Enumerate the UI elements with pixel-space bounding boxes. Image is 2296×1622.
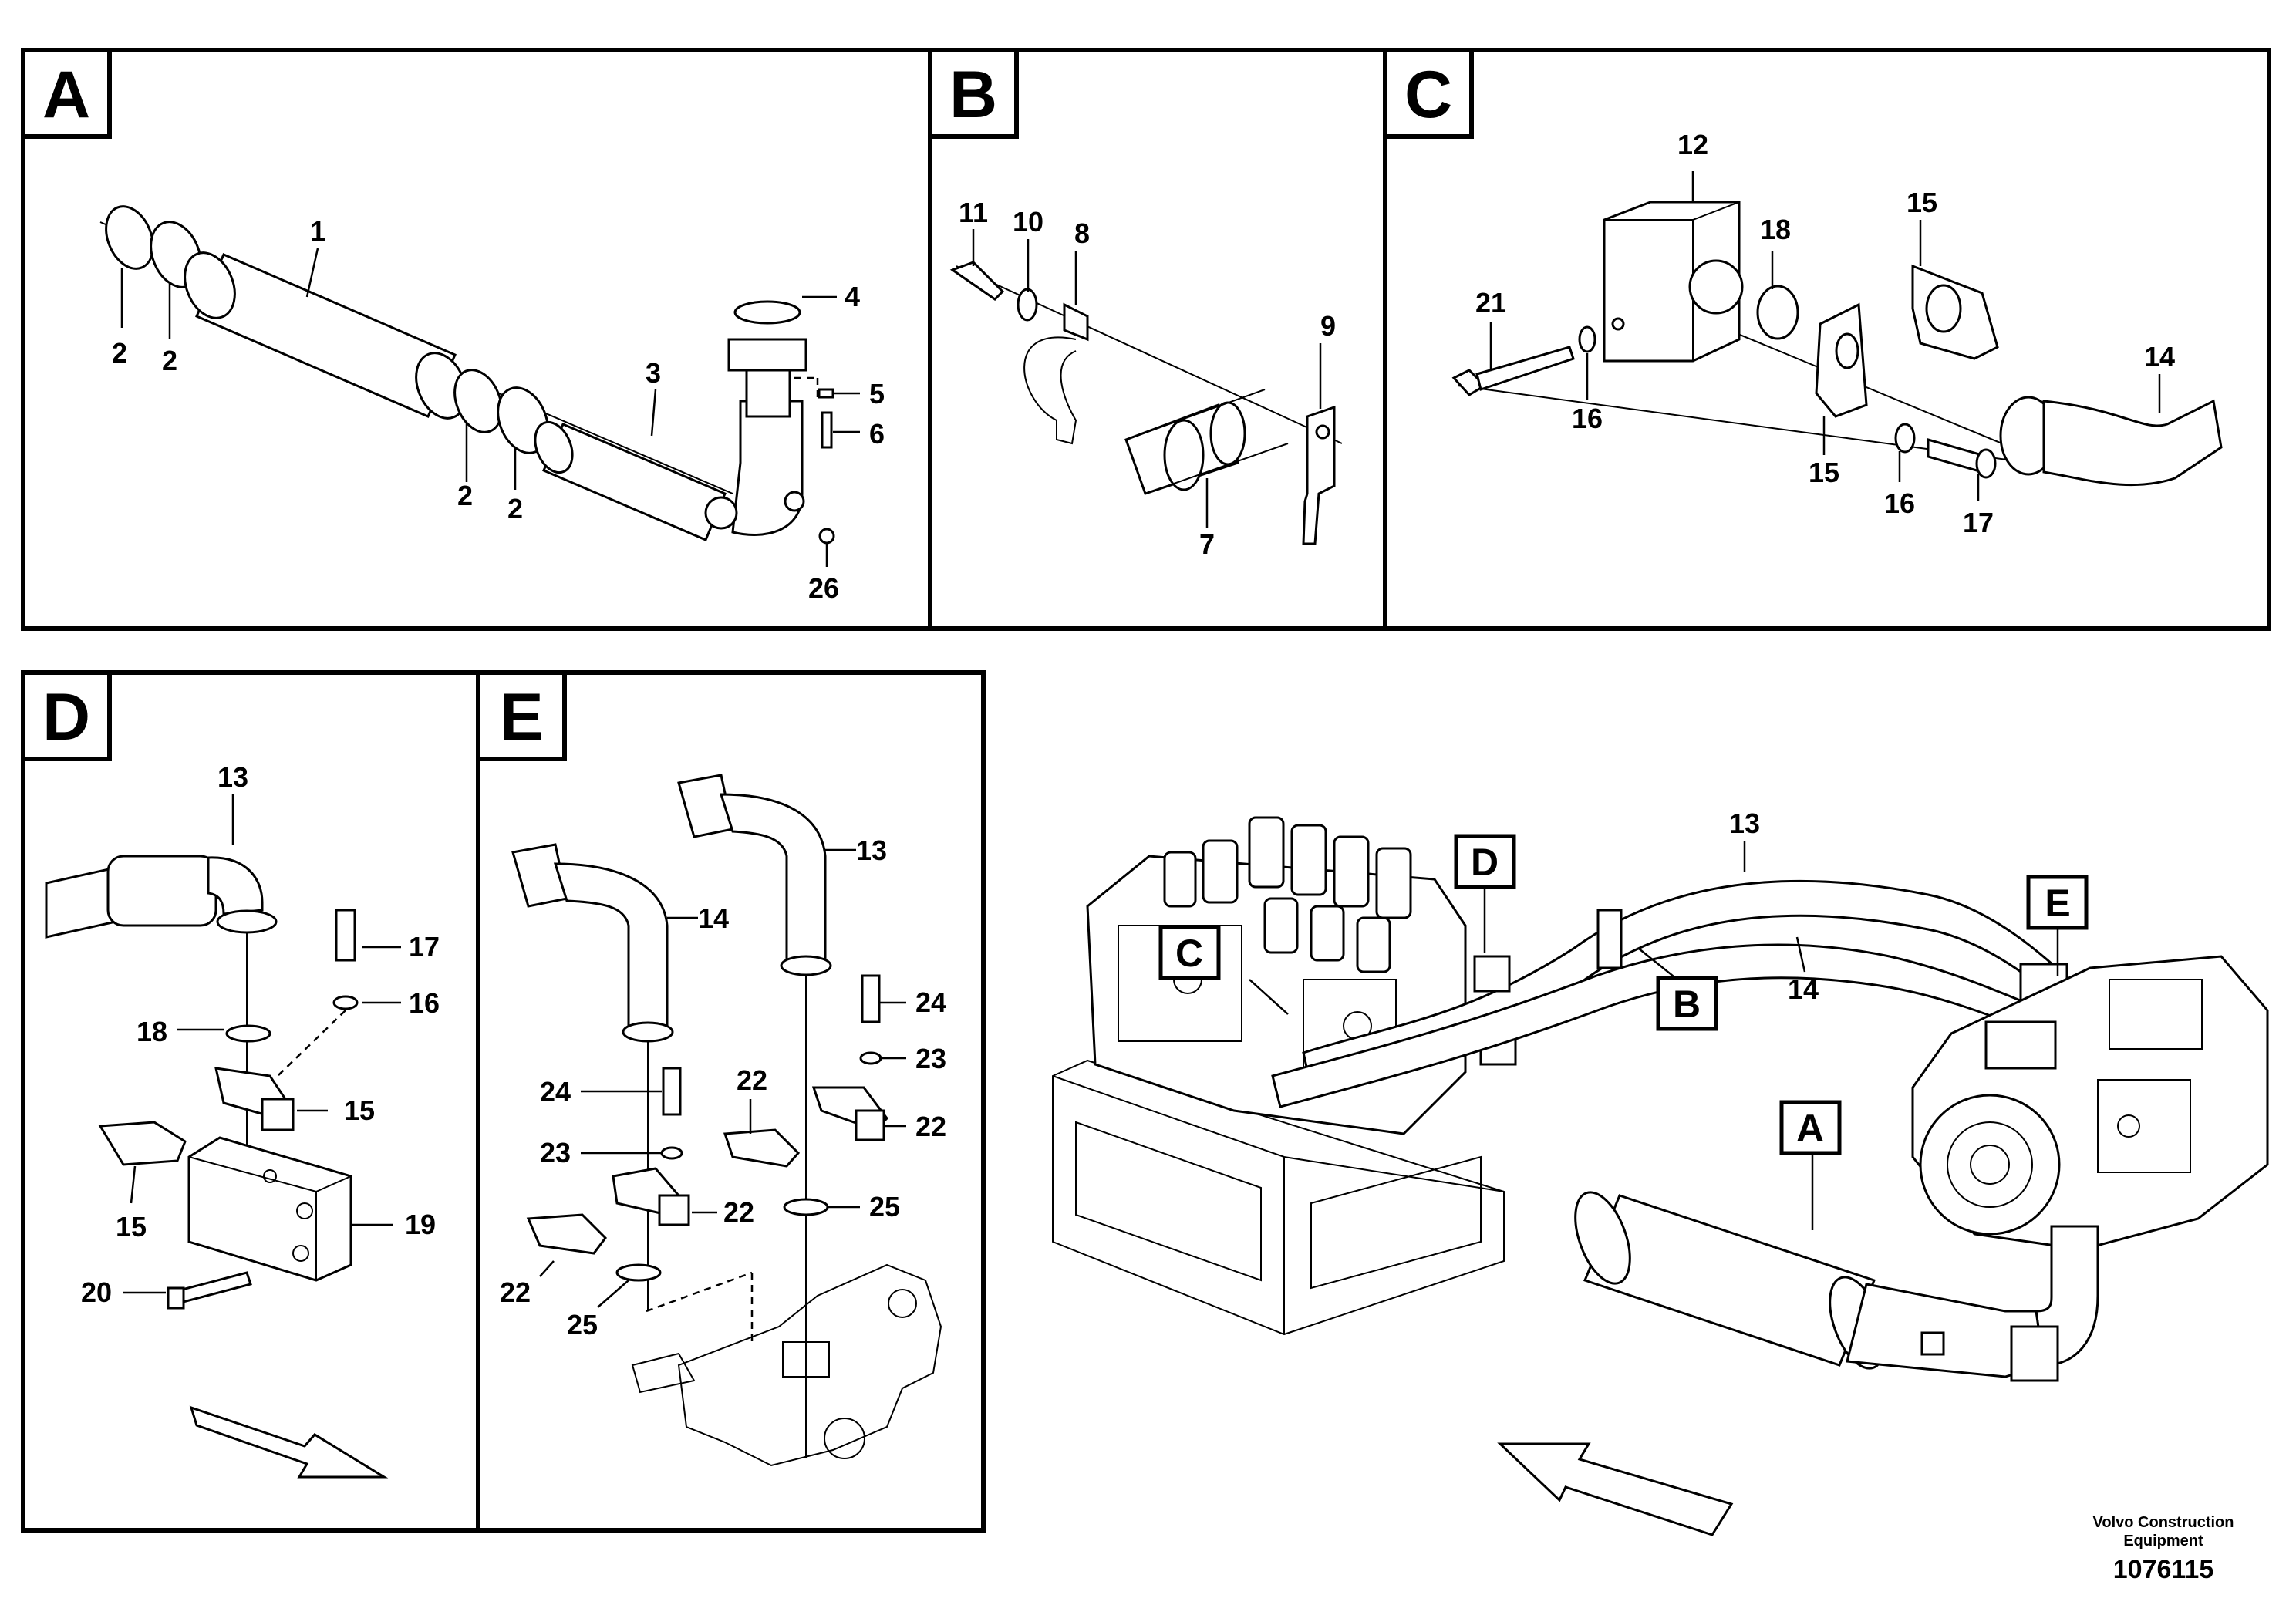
label-b-11: 11 [959, 197, 988, 228]
label-e-24b: 24 [915, 986, 946, 1018]
label-d-19: 19 [405, 1209, 436, 1240]
overview-callout-a: A [1796, 1107, 1824, 1150]
panel-c-letter: C [1404, 58, 1452, 132]
panel-b: B 11 10 8 9 7 [928, 48, 1387, 631]
figure-footer: Volvo Construction Equipment 1076115 [2093, 1514, 2234, 1584]
label-b-8: 8 [1074, 218, 1090, 249]
manufacturer-line-2: Equipment [2123, 1533, 2203, 1549]
panel-a: A 1 [21, 48, 932, 631]
label-a-5: 5 [869, 378, 885, 410]
label-c-16a: 16 [1572, 403, 1603, 434]
overview-callout-b: B [1673, 983, 1701, 1026]
label-d-16: 16 [409, 987, 440, 1019]
panel-d-letter: D [42, 680, 90, 754]
label-c-15b: 15 [1809, 457, 1839, 488]
label-d-13: 13 [217, 761, 248, 793]
label-e-22a: 22 [723, 1196, 754, 1228]
label-d-17: 17 [409, 931, 440, 963]
panel-a-letter: A [42, 58, 90, 132]
label-a-2a: 2 [112, 337, 127, 369]
label-a-26: 26 [808, 572, 839, 604]
label-e-22d: 22 [500, 1276, 531, 1308]
label-b-9: 9 [1320, 310, 1336, 342]
label-c-18: 18 [1760, 214, 1791, 245]
label-a-2d: 2 [507, 493, 523, 524]
overview-callout-d: D [1471, 841, 1499, 884]
figure-number: 1076115 [2113, 1555, 2214, 1584]
overview-assembly: C D E B A 13 14 [1052, 808, 2269, 1536]
label-d-15b: 15 [116, 1211, 147, 1243]
label-e-14: 14 [698, 902, 729, 934]
label-e-22c: 22 [915, 1111, 946, 1142]
panel-d: D 13 17 16 [21, 670, 480, 1533]
label-e-25b: 25 [567, 1309, 598, 1340]
overview-callout-e: E [2045, 882, 2070, 925]
label-c-17: 17 [1963, 507, 1994, 538]
label-a-2b: 2 [162, 345, 177, 376]
label-c-14: 14 [2144, 341, 2175, 373]
label-c-21: 21 [1475, 287, 1506, 319]
label-overview-14: 14 [1788, 973, 1819, 1005]
label-e-24a: 24 [540, 1076, 571, 1108]
label-c-16b: 16 [1884, 487, 1915, 519]
label-e-25a: 25 [869, 1191, 900, 1222]
label-a-6: 6 [869, 418, 885, 450]
panel-e: E [476, 670, 986, 1533]
label-a-2c: 2 [457, 480, 473, 511]
label-d-20: 20 [81, 1276, 112, 1308]
panel-b-letter: B [949, 58, 997, 132]
label-e-23b: 23 [915, 1043, 946, 1074]
manufacturer-line-1: Volvo Construction [2093, 1514, 2234, 1531]
label-c-12: 12 [1677, 129, 1708, 160]
overview-callout-c: C [1175, 932, 1203, 975]
label-a-3: 3 [646, 357, 661, 389]
panel-c: C 12 18 15 [1383, 48, 2271, 631]
label-e-23a: 23 [540, 1137, 571, 1168]
label-b-10: 10 [1013, 206, 1043, 238]
label-b-7: 7 [1199, 528, 1215, 560]
panel-e-letter: E [499, 680, 543, 754]
label-e-22b: 22 [737, 1064, 767, 1096]
label-a-1: 1 [310, 215, 325, 247]
label-d-18: 18 [137, 1016, 167, 1047]
label-e-13: 13 [856, 835, 887, 866]
label-c-15a: 15 [1907, 187, 1937, 218]
label-d-15a: 15 [344, 1094, 375, 1126]
label-overview-13: 13 [1729, 808, 1760, 839]
label-a-4: 4 [845, 281, 860, 312]
